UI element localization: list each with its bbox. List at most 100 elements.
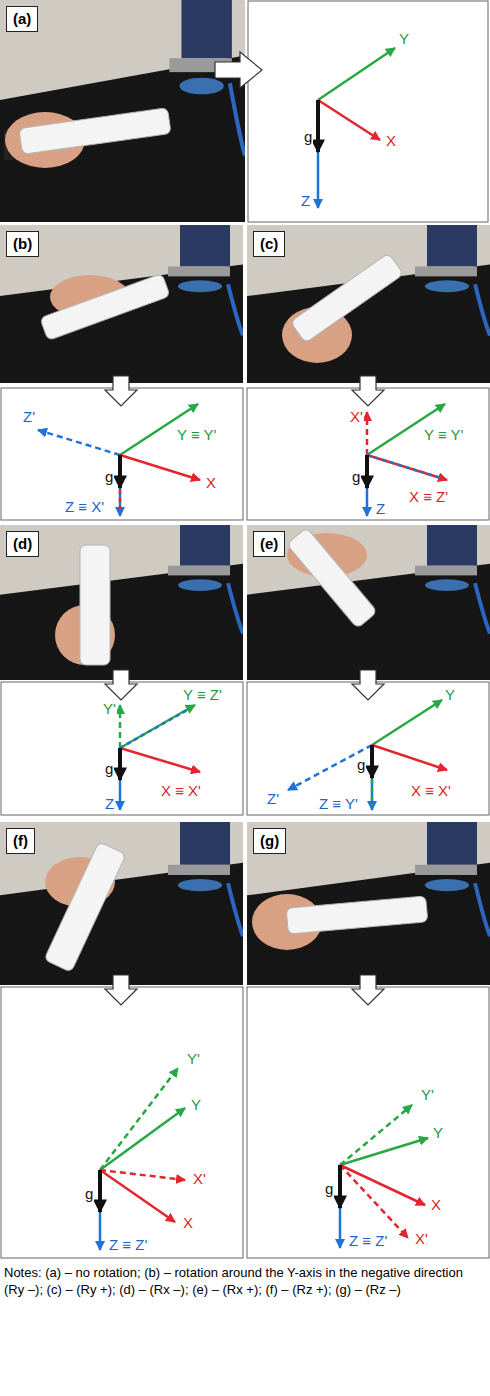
figure-shape: [119, 748, 122, 810]
axis-label: X ≡ X': [410, 782, 452, 799]
axis-label: Y': [102, 700, 117, 717]
figure-shape: [340, 1105, 412, 1165]
figure-shape: [287, 528, 378, 629]
figure-shape: [99, 1170, 102, 1250]
figure-shape: [318, 100, 380, 140]
axis-label: Y: [190, 1096, 202, 1113]
figure-shape: [105, 670, 137, 700]
figure-shape: [318, 48, 395, 100]
figure-shape: [40, 273, 170, 340]
axis-label: g: [104, 468, 114, 485]
axis-label: Y: [444, 686, 456, 703]
figure-shape: [4, 108, 171, 168]
figure-shape: [119, 490, 122, 512]
figure-shape: [120, 748, 200, 772]
figure-shape: [119, 705, 122, 748]
axis-label: Z: [375, 500, 386, 517]
figure-shape: [247, 822, 490, 985]
figure-shape: [252, 894, 428, 950]
axis-label: X ≡ Z': [408, 488, 449, 505]
axis-label: Z ≡ Z': [348, 1232, 388, 1249]
figure-shape: [80, 545, 110, 665]
figure-shape: [44, 842, 126, 972]
panel-letter-box: (f): [6, 828, 35, 854]
panel-letter: (c): [260, 235, 278, 252]
axis-label: X ≡ X': [160, 782, 202, 799]
axis-label: X: [385, 132, 397, 149]
figure-shape: [247, 388, 489, 520]
figure-shape: [248, 1, 488, 222]
figure-shape: [372, 700, 442, 745]
figure-shape: [352, 376, 384, 406]
figure-shape: [19, 108, 171, 155]
axis-label: X': [414, 1230, 429, 1247]
figure-shape: [367, 455, 441, 478]
figure-shape: [287, 528, 378, 629]
figure-shape: [367, 455, 447, 480]
axis-label: g: [356, 756, 366, 773]
figure-shape: [120, 709, 189, 748]
figure-shape: [282, 253, 404, 363]
figure-shape: [1, 388, 243, 520]
figure-shape: [118, 455, 122, 488]
panel-letter-box: (c): [253, 231, 285, 257]
axis-label: X': [192, 1170, 207, 1187]
figure-shape: [38, 430, 120, 455]
figure-shape: [0, 822, 243, 985]
axis-label: g: [84, 1185, 94, 1202]
figure-shape: [120, 705, 195, 748]
axis-label: X: [182, 1214, 194, 1231]
figure-shape: [370, 745, 374, 778]
panel-letter-box: (a): [6, 6, 38, 32]
axis-label: Y ≡ Y': [176, 426, 217, 443]
axis-label: Z': [22, 408, 36, 425]
figure-shape: [247, 225, 490, 383]
figure-shape: [118, 748, 122, 780]
axis-label: Z ≡ X': [64, 498, 105, 515]
figure-shape: [338, 1165, 342, 1208]
figure-shape: [247, 525, 490, 680]
figure-shape: [119, 455, 122, 516]
axis-label: Z ≡ Z': [108, 1236, 148, 1253]
axis-label: Z: [104, 795, 115, 812]
figure-shape: [340, 1138, 428, 1165]
axis-label: g: [324, 1180, 334, 1197]
figure-shape: [0, 525, 243, 680]
figure-shape: [340, 1165, 408, 1238]
axis-diagram-frames: [1, 1, 489, 1258]
figure-shape: [366, 455, 369, 516]
figure-shape: [40, 273, 170, 340]
axis-label: Z: [300, 192, 311, 209]
axis-label: g: [351, 468, 361, 485]
figure-shape: [120, 455, 200, 480]
figure-shape: [372, 745, 447, 770]
figure-shape: [0, 225, 243, 383]
figure-shape: [98, 1170, 102, 1212]
figure-shape: [1, 987, 243, 1258]
figure-shape: [290, 253, 403, 343]
figure-shape: [1, 682, 243, 815]
figure-shape: [100, 1170, 175, 1222]
hollow-arrows: [105, 52, 384, 1005]
coordinate-axes: [38, 48, 447, 1250]
axis-label: Z': [266, 790, 280, 807]
figure-shape: [100, 1068, 178, 1170]
panel-letter: (b): [13, 235, 32, 252]
panel-letter: (f): [13, 832, 28, 849]
figure-shape: [55, 545, 115, 665]
figure-shape: [352, 670, 384, 700]
figure-shape: [317, 100, 320, 208]
axis-label: X': [349, 408, 364, 425]
figure-shape: [340, 1165, 425, 1205]
axis-label: Y ≡ Z': [182, 686, 223, 703]
panel-letter-box: (g): [253, 828, 286, 854]
axis-label: Y: [398, 30, 410, 47]
panel-letter: (e): [260, 535, 278, 552]
panel-letter: (a): [13, 10, 31, 27]
axis-label: X: [205, 474, 217, 491]
figure-shape: [105, 975, 137, 1005]
figure-shape: [371, 745, 374, 810]
figure-shape: [105, 376, 137, 406]
